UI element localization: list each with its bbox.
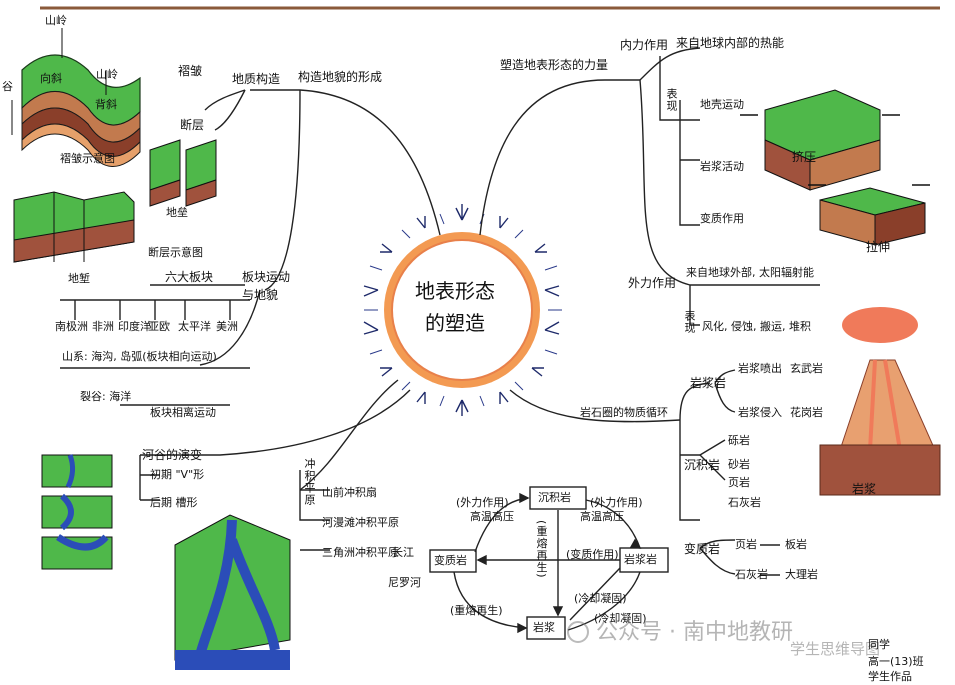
magma-activity: 岩浆活动	[700, 160, 744, 173]
alluvial-plain: 冲积平原	[303, 458, 316, 506]
mountain-top-label: 山岭	[45, 14, 67, 27]
sedimentary-label: 沉积岩	[684, 458, 721, 472]
sed-box: 沉积岩	[538, 491, 571, 504]
six-plates: 六大板块	[165, 270, 214, 284]
ext-force-2b: 高温高压	[580, 510, 624, 523]
internal-label: 内力作用	[620, 38, 669, 52]
fold-caption: 褶皱示意图	[60, 152, 115, 165]
granite-label: 花岗岩	[790, 406, 823, 419]
stretch-illustration	[808, 184, 930, 246]
plate-separate: 板块相离运动	[150, 406, 216, 419]
mountain-system: 山系: 海沟, 岛弧(板块相向运动)	[62, 350, 217, 363]
intrusive-label: 岩浆侵入	[738, 406, 782, 419]
sed-shale: 页岩	[728, 476, 750, 489]
extrusive-label: 岩浆喷出	[738, 362, 782, 375]
valley-illustration	[41, 454, 113, 570]
plate-pacific: 太平洋	[178, 320, 211, 333]
center-title-line1: 地表形态	[415, 279, 495, 303]
mountain-right-label: 山岭	[96, 68, 118, 81]
plate-label: 板块运动	[242, 270, 291, 284]
external-source: 来自地球外部, 太阳辐射能	[686, 266, 814, 279]
floodplain: 河漫滩冲积平原	[322, 516, 399, 529]
stretch-label: 拉伸	[866, 240, 891, 254]
metamorph-edge: (变质作用)	[566, 548, 619, 561]
valley-left-label: 谷	[2, 80, 13, 93]
delta: 三角洲冲积平原	[322, 546, 399, 559]
sed-limestone: 石灰岩	[728, 496, 761, 509]
horst-graben-illustration	[13, 191, 135, 263]
valley-title: 河谷的演变	[142, 448, 203, 462]
cool-label: (冷却凝固)	[574, 592, 627, 605]
plate-indian: 印度洋	[118, 320, 151, 333]
valley-early: 初期 "V"形	[150, 468, 205, 481]
changjiang: 长江	[392, 546, 414, 559]
plate-africa: 非洲	[92, 320, 114, 333]
manifest-label: 表现	[665, 88, 678, 112]
volcano-illustration	[819, 307, 941, 496]
ext-force-1: (外力作用)	[456, 496, 509, 509]
watermark-text: 公众号 · 南中地教研	[596, 620, 793, 645]
geologic-label: 地质构造	[232, 72, 281, 86]
author-class: 高一(13)班	[868, 655, 924, 668]
fold-label: 褶皱	[178, 64, 203, 78]
igneous-label: 岩浆岩	[690, 376, 727, 390]
structure-title: 构造地貌的形成	[298, 70, 383, 84]
fault-illustration	[149, 139, 217, 207]
shale-label: 页岩	[735, 538, 757, 551]
valley-later: 后期 槽形	[150, 496, 198, 509]
anticline-label: 背斜	[95, 98, 117, 111]
plate-america: 美洲	[216, 320, 238, 333]
remelt-label: (重熔再生)	[535, 520, 548, 579]
center-sun	[363, 204, 562, 416]
watermark-logo	[567, 621, 589, 643]
author-school: 学生作品	[868, 670, 912, 683]
ext-force-2: (外力作用)	[590, 496, 643, 509]
nile: 尼罗河	[388, 576, 421, 589]
syncline-label: 向斜	[40, 72, 62, 85]
ext-force-1b: 高温高压	[470, 510, 514, 523]
cool-label-2: (冷却凝固)	[594, 612, 647, 625]
remelt-2: (重熔再生)	[450, 604, 503, 617]
center-title-line2: 的塑造	[425, 311, 485, 335]
cycle-title: 岩石圈的物质循环	[580, 406, 668, 419]
squeeze-label: 挤压	[792, 150, 817, 164]
plate-antarctic: 南极洲	[55, 320, 88, 333]
external-label: 外力作用	[628, 276, 677, 290]
plate-eurasian: 亚欧	[148, 320, 170, 333]
watermark-sub: 学生思维导图	[790, 640, 881, 658]
igneous-box: 岩浆岩	[624, 553, 657, 566]
metamorphism: 变质作用	[700, 212, 744, 225]
plate-label-2: 与地貌	[242, 288, 279, 302]
basalt-label: 玄武岩	[790, 362, 823, 375]
horst-label: 地垒	[166, 206, 188, 219]
meta-box: 变质岩	[434, 554, 467, 567]
forces-title: 塑造地表形态的力量	[500, 58, 609, 72]
limestone-label: 石灰岩	[735, 568, 768, 581]
magma-box: 岩浆	[533, 621, 555, 634]
crust-movement: 地壳运动	[700, 98, 744, 111]
rock-cycle	[429, 486, 669, 640]
branch-lines	[60, 47, 820, 576]
sed-sandstone: 砂岩	[728, 458, 750, 471]
fold-illustration	[11, 28, 141, 167]
alluvial-fan: 山前冲积扇	[322, 486, 377, 499]
sed-conglomerate: 砾岩	[728, 434, 750, 447]
graben-label: 地堑	[68, 272, 90, 285]
marble-label: 大理岩	[785, 568, 818, 581]
internal-source: 来自地球内部的热能	[676, 36, 785, 50]
external-list: 风化, 侵蚀, 搬运, 堆积	[702, 320, 811, 333]
author-name: 同学	[868, 638, 890, 651]
alluvial-illustration	[174, 514, 291, 670]
metamorphic-label: 变质岩	[684, 542, 721, 556]
magma-caption: 岩浆	[852, 482, 877, 496]
squeeze-illustration	[740, 89, 900, 191]
rift-label: 裂谷: 海洋	[80, 390, 132, 403]
fault-label: 断层	[180, 118, 205, 132]
slate-label: 板岩	[785, 538, 807, 551]
ext-manifest-label: 表现	[683, 310, 696, 334]
fault-caption: 断层示意图	[148, 246, 203, 259]
